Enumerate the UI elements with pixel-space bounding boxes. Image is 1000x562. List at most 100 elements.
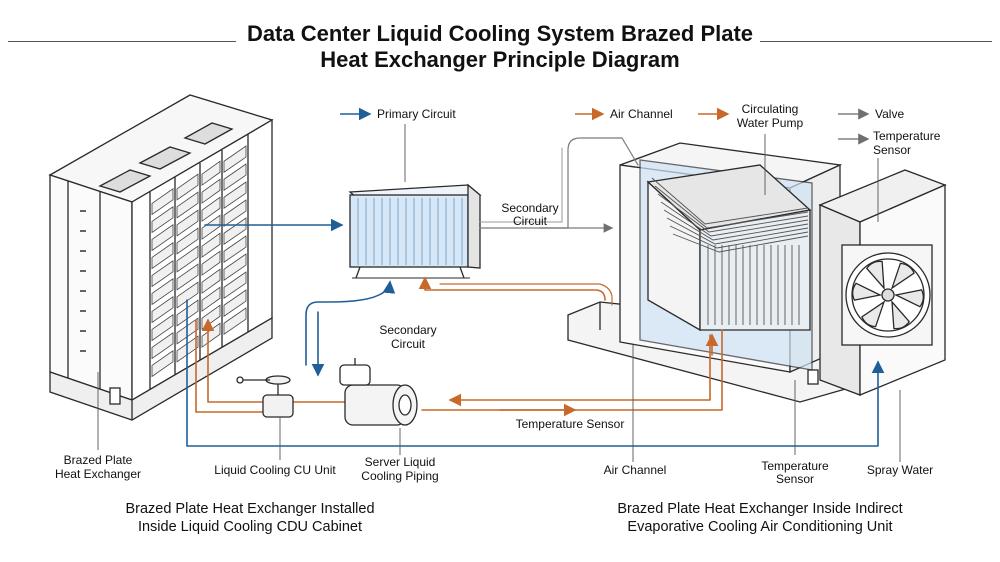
valve-icon <box>236 375 294 418</box>
panel-mark <box>80 230 86 232</box>
server-drawer <box>201 178 221 204</box>
server-drawer <box>151 242 174 270</box>
fan-blade <box>861 300 886 328</box>
label-liquid-cooling-cu: Liquid Cooling CU Unit <box>214 463 336 477</box>
server-drawer <box>176 245 199 273</box>
server-drawer <box>223 271 247 300</box>
title-rule-left <box>8 41 236 42</box>
panel-mark <box>80 330 86 332</box>
label-server-piping-1: Server Liquid <box>364 455 436 469</box>
label-brazed-plate-hx-2: Heat Exchanger <box>54 467 142 481</box>
server-drawer <box>151 206 174 234</box>
panel-mark <box>80 310 86 312</box>
server-drawer <box>176 191 199 219</box>
server-drawer <box>223 163 247 192</box>
panel-mark <box>80 270 86 272</box>
label-temperature-sensor-bottom-1: Temperature <box>761 459 829 473</box>
caption-right-line1: Brazed Plate Heat Exchanger Inside Indir… <box>617 501 903 517</box>
label-server-piping-2: Cooling Piping <box>361 469 439 483</box>
server-drawer <box>176 281 199 309</box>
server-drawer <box>201 214 221 240</box>
server-drawer <box>176 227 199 255</box>
server-drawer <box>201 160 221 186</box>
server-drawer <box>201 232 221 258</box>
secondary-orange-left <box>201 318 361 403</box>
fan-blade <box>852 282 883 301</box>
server-drawer <box>223 199 247 228</box>
coil-fin <box>657 193 809 233</box>
server-drawer <box>151 332 174 360</box>
server-drawer <box>176 173 199 201</box>
server-drawer <box>223 145 247 174</box>
server-drawer <box>151 350 174 378</box>
fan-blade <box>891 300 911 330</box>
server-drawer <box>223 235 247 264</box>
legend-temperature-sensor-line1: Temperature <box>873 129 941 143</box>
primary-circuit-return <box>186 299 885 447</box>
server-drawer <box>201 196 221 222</box>
coil-fin <box>663 209 809 241</box>
legend-primary-circuit: Primary Circuit <box>377 107 456 121</box>
label-temperature-sensor-bottom-2: Sensor <box>775 472 815 486</box>
server-drawers <box>80 145 247 378</box>
server-drawer <box>223 253 247 282</box>
secondary-orange-hx2 <box>439 283 613 306</box>
pump-icon <box>339 358 418 426</box>
server-drawer <box>151 278 174 306</box>
coil-fin <box>660 201 809 237</box>
server-drawer <box>223 307 247 336</box>
label-secondary-circuit-top-2: Circuit <box>512 214 547 228</box>
server-drawer <box>151 260 174 288</box>
air-duct-inner <box>479 147 563 223</box>
legend-air-channel: Air Channel <box>610 107 673 121</box>
secondary-orange-hx <box>418 276 606 301</box>
label-air-channel-bottom: Air Channel <box>603 463 667 477</box>
label-temperature-sensor-pipe: Temperature Sensor <box>515 417 625 431</box>
server-drawer <box>151 188 174 216</box>
label-brazed-plate-hx-1: Brazed Plate <box>63 453 133 467</box>
panel-mark <box>80 350 86 352</box>
label-secondary-circuit-mid-2: Circuit <box>390 337 425 351</box>
label-spray-water: Spray Water <box>866 463 934 477</box>
secondary-blue-riser <box>305 280 396 366</box>
page-title-line1: Data Center Liquid Cooling System Brazed… <box>246 21 754 46</box>
server-drawer <box>201 286 221 312</box>
legend-temperature-sensor-line2: Sensor <box>873 143 912 157</box>
legend-circulating-pump-line2: Water Pump <box>736 116 804 130</box>
server-drawer <box>223 181 247 210</box>
caption-left-line1: Brazed Plate Heat Exchanger Installed <box>125 501 375 517</box>
server-drawer <box>201 268 221 294</box>
secondary-orange-lower <box>448 334 711 407</box>
fan-blade <box>893 289 924 308</box>
secondary-orange-left2 <box>195 319 266 413</box>
coil-fin <box>666 217 809 245</box>
label-secondary-circuit-mid-1: Secondary <box>379 323 437 337</box>
panel-mark <box>80 290 86 292</box>
server-drawer <box>176 263 199 291</box>
fan-blade <box>865 260 885 290</box>
evaporative-cooling-unit <box>567 142 947 403</box>
caption-right-line2: Evaporative Cooling Air Conditioning Uni… <box>627 519 893 535</box>
server-drawer <box>151 296 174 324</box>
coil-fin <box>669 225 809 249</box>
title-rule-right <box>760 41 992 42</box>
coil-fin <box>672 233 809 253</box>
fan-blade <box>890 262 915 290</box>
server-drawer <box>223 289 247 318</box>
page-title-line2: Heat Exchanger Principle Diagram <box>320 47 680 72</box>
server-drawer <box>201 250 221 276</box>
server-drawer <box>176 209 199 237</box>
air-duct-loop <box>479 137 639 229</box>
fan-icon <box>841 244 933 346</box>
brazed-plate-heat-exchanger <box>348 183 482 279</box>
panel-mark <box>80 210 86 212</box>
legend-valve: Valve <box>875 107 905 121</box>
label-secondary-circuit-top-1: Secondary <box>501 201 559 215</box>
caption-left-line2: Inside Liquid Cooling CDU Cabinet <box>137 519 363 535</box>
server-drawer <box>151 314 174 342</box>
coil-fin <box>651 177 809 225</box>
server-drawer <box>151 224 174 252</box>
panel-mark <box>80 250 86 252</box>
legend-circulating-pump-line1: Circulating <box>741 102 799 116</box>
